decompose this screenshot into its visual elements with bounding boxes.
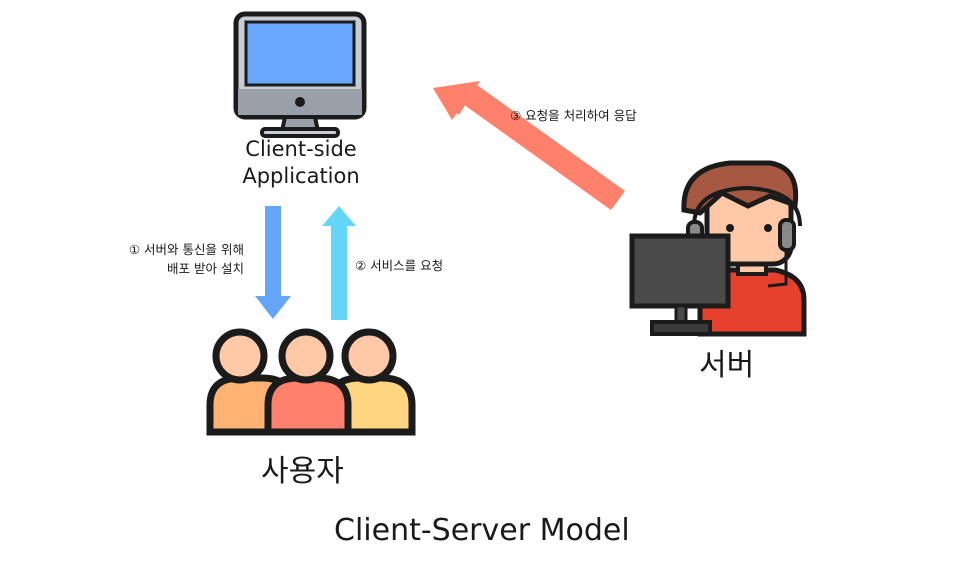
install-step-line2: 배포 받아 설치 [167, 261, 244, 276]
install-step-line1: ① 서버와 통신을 위해 [128, 242, 244, 257]
server-label: 서버 [699, 348, 755, 383]
diagram-title: Client-Server Model [334, 513, 630, 548]
response-step-label: ③ 요청을 처리하여 응답 [510, 108, 637, 123]
server-operator-icon [629, 160, 807, 337]
desktop-computer-icon [233, 11, 367, 138]
users-group-icon [206, 328, 416, 436]
client-app-line1: Client-side [245, 137, 357, 161]
users-label: 사용자 [261, 454, 344, 489]
request-step-label: ② 서비스를 요청 [355, 258, 444, 273]
install-step-label: ① 서버와 통신을 위해 배포 받아 설치 [92, 240, 244, 278]
client-app-line2: Application [242, 164, 360, 188]
install-arrow [255, 206, 291, 319]
client-app-label: Client-side Application [216, 136, 386, 190]
request-arrow [322, 206, 356, 320]
